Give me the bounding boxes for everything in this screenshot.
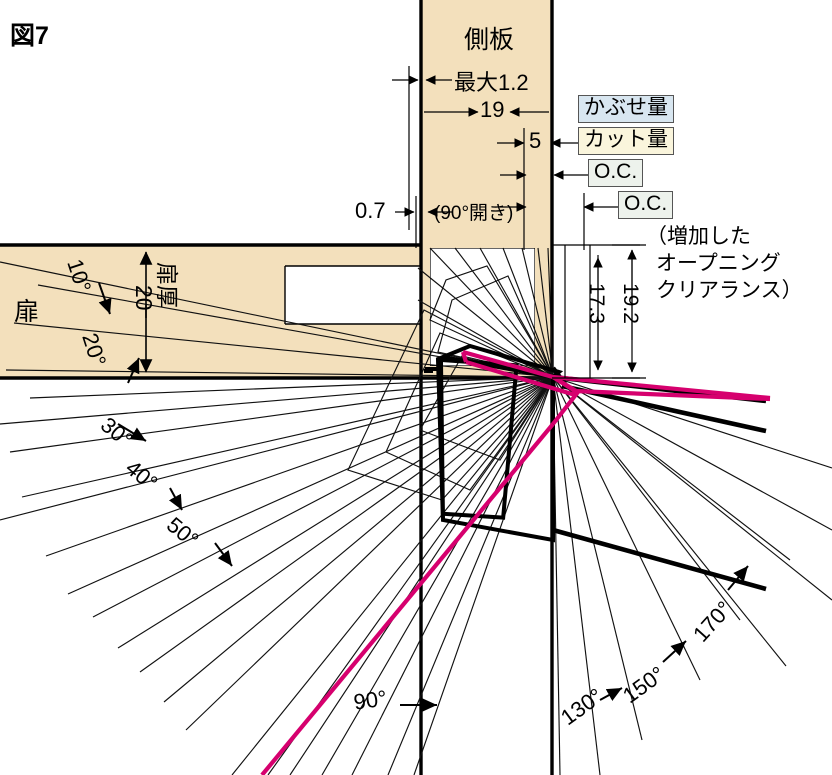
side-panel-label: 側板 — [464, 26, 515, 54]
legend-item-cut: カット量 — [578, 127, 674, 156]
legend-item-oc-1: O.C. — [588, 159, 644, 188]
note-90-open: (90°開き) — [434, 203, 514, 224]
clearance-note-line1: （増加した — [646, 225, 751, 248]
dim-clearance-17-3: 17.3 — [585, 283, 608, 324]
clearance-note-line3: クリアランス） — [656, 279, 803, 302]
legend-item-oc-2: O.C. — [618, 191, 674, 220]
legend-item-kabuse: かぶせ量 — [578, 95, 674, 124]
dim-door-thickness-label: 扉厚 — [154, 262, 180, 308]
clearance-note-line2: オープニング — [656, 252, 781, 275]
dim-max-gap: 最大1.2 — [454, 70, 529, 95]
angle-label-90: 90° — [352, 685, 389, 715]
dim-clearance-19-2: 19.2 — [619, 283, 642, 324]
figure-number: 図7 — [10, 22, 49, 50]
door-label: 扉 — [14, 298, 40, 326]
dim-cut-5: 5 — [529, 128, 542, 153]
dim-gap-07: 0.7 — [355, 198, 386, 223]
dim-overlay-19: 19 — [480, 97, 505, 122]
